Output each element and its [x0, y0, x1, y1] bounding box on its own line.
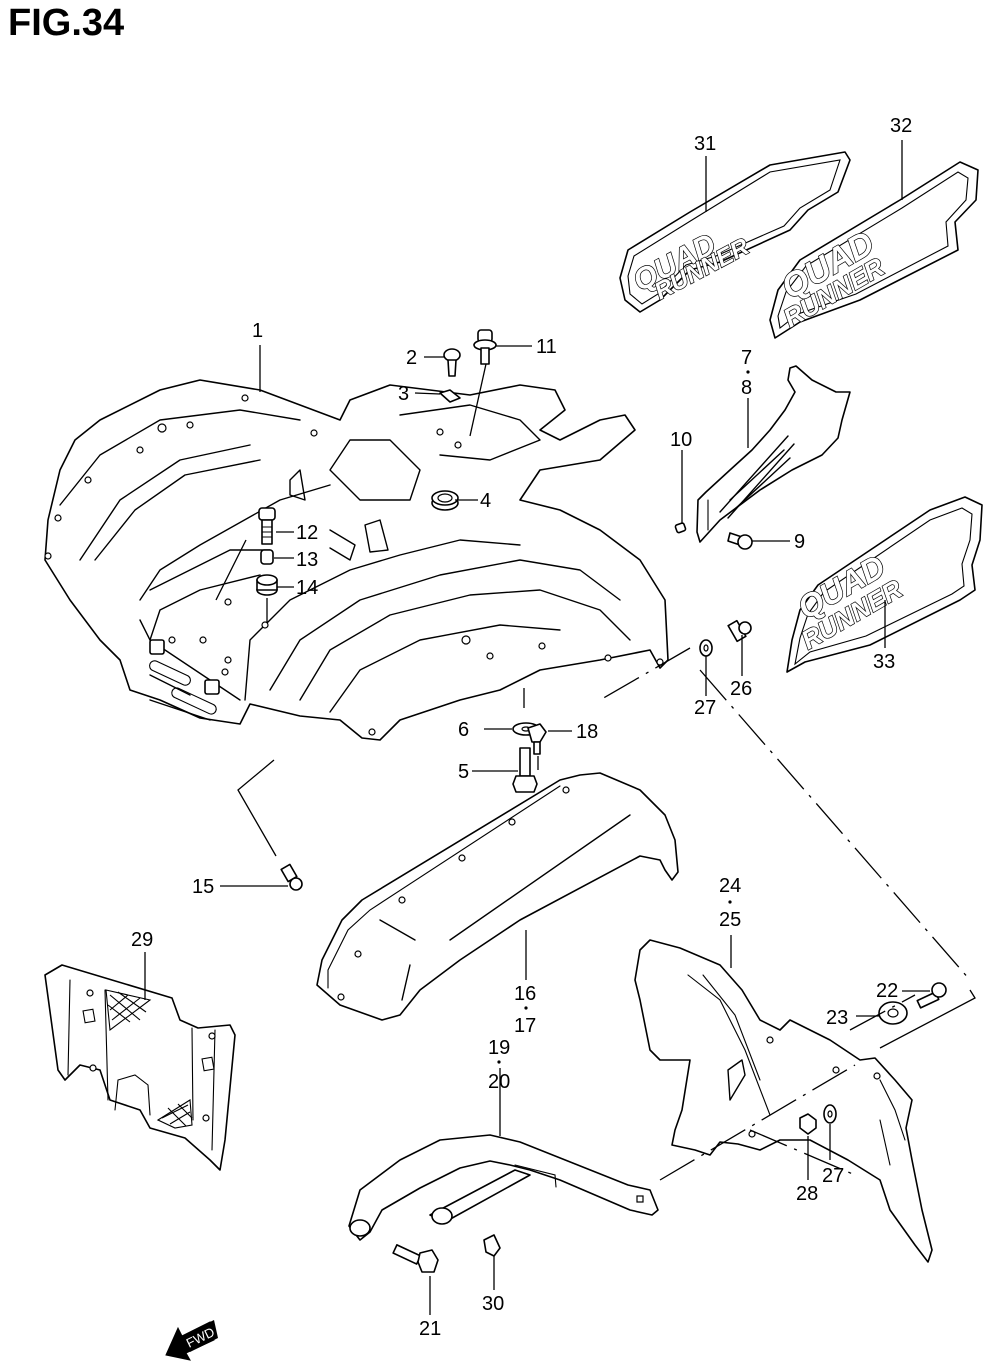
cap-30[interactable] [483, 1234, 501, 1257]
figure-title: FIG.34 [8, 2, 125, 44]
washer-27-upper[interactable] [699, 639, 713, 657]
callout-12: 12 [296, 522, 318, 544]
nut-clip-3[interactable] [439, 389, 461, 403]
callout-22: 22 [876, 980, 898, 1002]
cushion-14[interactable] [256, 574, 278, 596]
callout-4: 4 [480, 490, 491, 512]
screw-9[interactable] [727, 532, 753, 550]
fender-holes [44, 394, 664, 736]
callout-27-upper: 27 [694, 697, 716, 719]
callout-23: 23 [826, 1007, 848, 1029]
washer-27-lower[interactable] [823, 1104, 837, 1124]
callout-16: 16 [514, 983, 536, 1005]
mesh-lower [156, 1099, 193, 1129]
callout-25: 25 [719, 909, 741, 931]
mud-guard-24-25[interactable] [634, 939, 933, 1263]
callout-3: 3 [398, 383, 409, 405]
mesh-upper [105, 989, 152, 1032]
bolt-12[interactable] [258, 507, 276, 545]
callout-20: 20 [488, 1071, 510, 1093]
bolt-5[interactable] [512, 747, 538, 793]
callout-29: 29 [131, 929, 153, 951]
screw-15[interactable] [280, 863, 303, 891]
callout-13: 13 [296, 549, 318, 571]
callout-18: 18 [576, 721, 598, 743]
callout-17: 17 [514, 1015, 536, 1037]
callout-7: 7 [741, 347, 752, 369]
callout-8: 8 [741, 377, 752, 399]
callout-15: 15 [192, 876, 214, 898]
bolt-22[interactable] [916, 982, 947, 1009]
callout-31: 31 [694, 133, 716, 155]
foot-rest-plate-29[interactable] [44, 964, 236, 1171]
callout-11: 11 [536, 336, 557, 358]
bolt-26[interactable] [727, 619, 752, 643]
bolt-21[interactable] [392, 1244, 439, 1273]
rear-fender-1[interactable] [44, 379, 669, 741]
callout-28: 28 [796, 1183, 818, 1205]
callout-6: 6 [458, 719, 469, 741]
callout-19: 19 [488, 1037, 510, 1059]
grommet-4[interactable] [431, 490, 459, 511]
fwd-direction-indicator: FWD [165, 1320, 218, 1361]
screw-2[interactable] [443, 348, 461, 377]
callout-2: 2 [406, 347, 417, 369]
callout-32: 32 [890, 115, 912, 137]
front-fender-16-17[interactable] [316, 772, 679, 1021]
callout-21: 21 [419, 1318, 441, 1340]
spacer-13[interactable] [260, 549, 274, 565]
grab-bar-19-20[interactable] [348, 1134, 659, 1241]
callout-1: 1 [252, 320, 263, 342]
bracket-7-8[interactable] [696, 365, 851, 543]
callout-24: 24 [719, 875, 741, 897]
bolt-11[interactable] [473, 329, 497, 365]
callout-labels: 1 2 3 4 5 6 7 8 9 10 11 12 13 14 15 16 1… [131, 115, 912, 1340]
callout-9: 9 [794, 531, 805, 553]
callout-30: 30 [482, 1293, 504, 1315]
callout-5: 5 [458, 761, 469, 783]
washer-23[interactable] [878, 1001, 908, 1025]
callout-27-lower: 27 [822, 1165, 844, 1187]
nut-clip-10[interactable] [674, 522, 687, 534]
callout-26: 26 [730, 678, 752, 700]
callout-33: 33 [873, 651, 895, 673]
nut-28[interactable] [799, 1113, 817, 1135]
callout-10: 10 [670, 429, 692, 451]
rivet-18[interactable] [527, 723, 547, 755]
callout-14: 14 [296, 577, 318, 599]
assembly-lines [599, 647, 971, 1181]
